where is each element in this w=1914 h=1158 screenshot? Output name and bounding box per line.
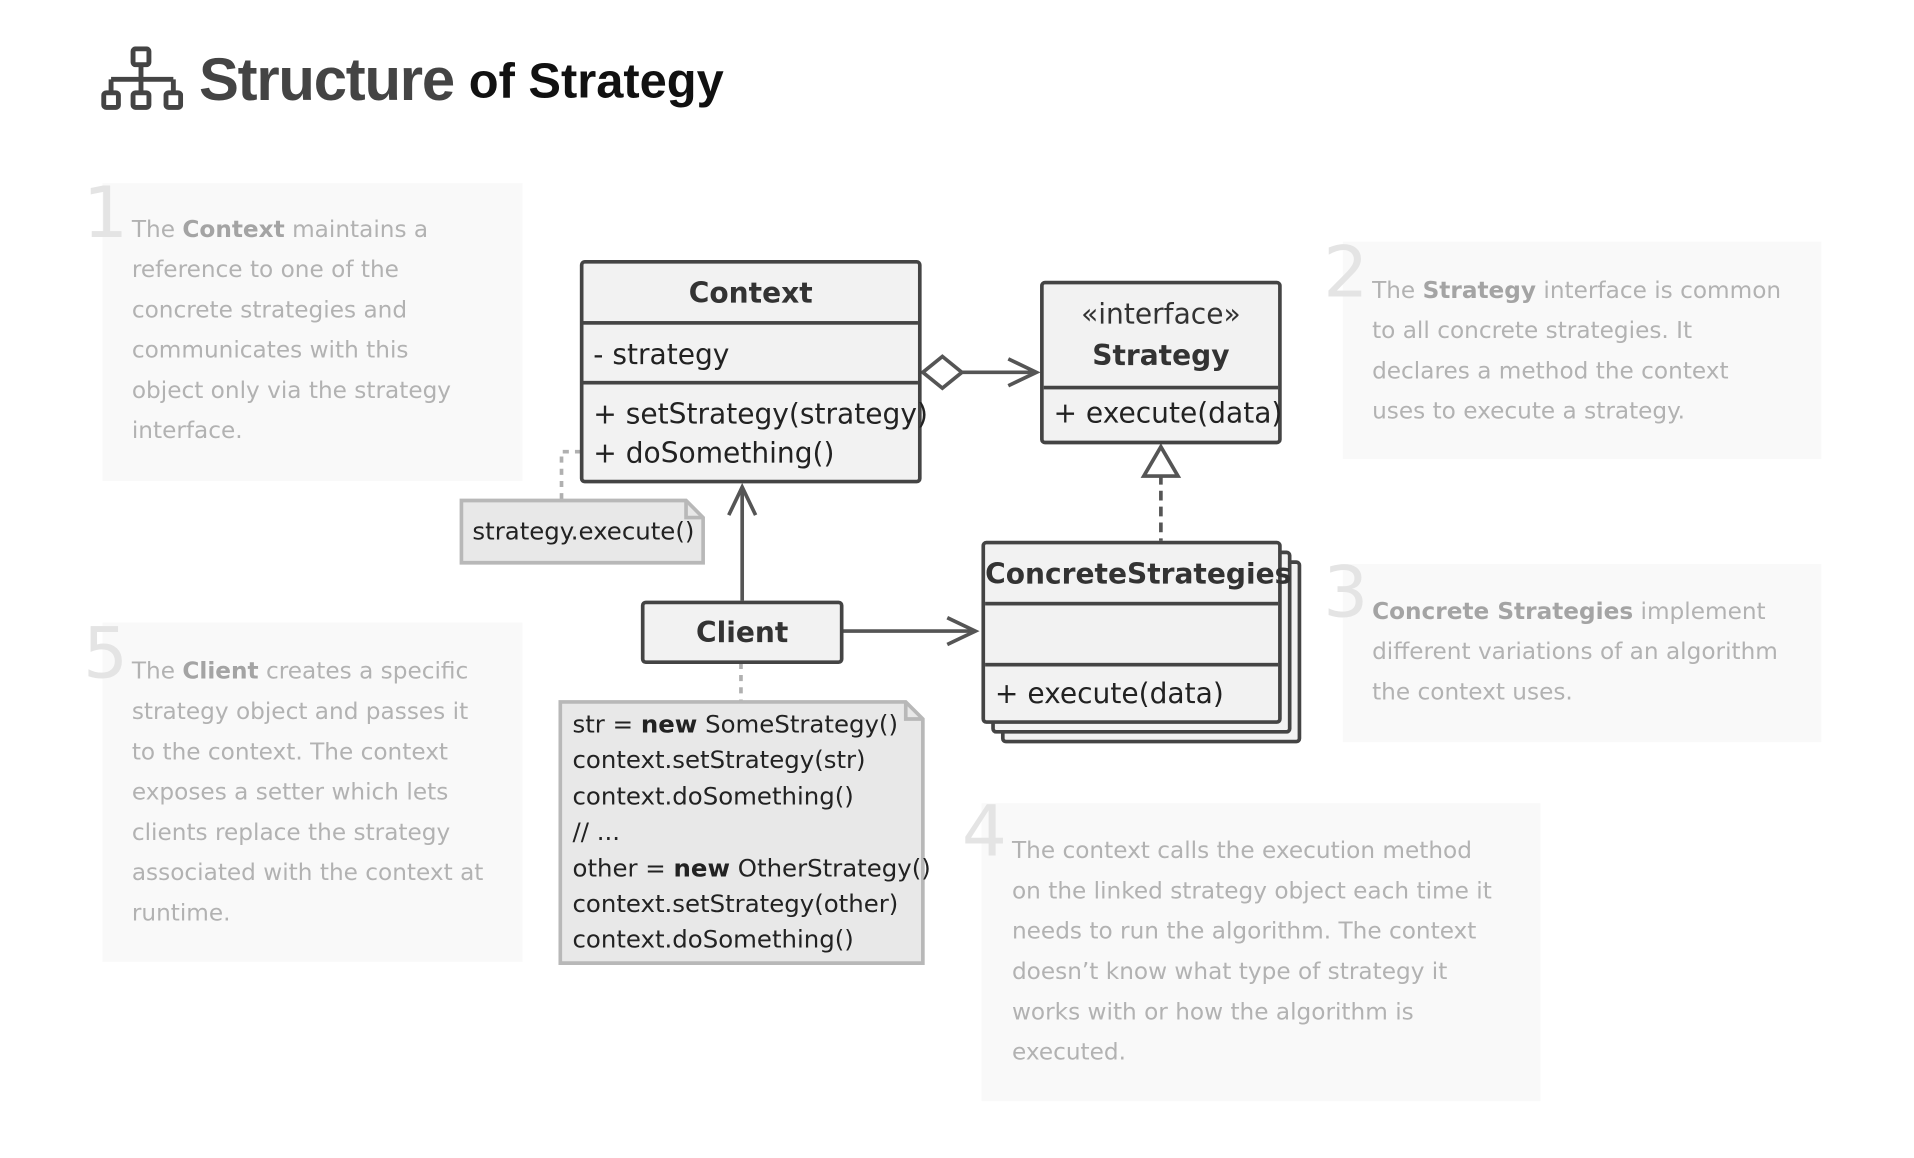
note-line: strategy object and passes it <box>131 698 469 726</box>
note-line: the context uses. <box>1372 678 1573 706</box>
client-class-name: Client <box>696 617 789 650</box>
note-text-5: The Client creates a specific strategy ob… <box>132 652 484 934</box>
note-line: The Client creates a specific <box>131 657 469 685</box>
note-line: declares a method the context <box>1372 357 1729 385</box>
strategy-stereotype: «interface» <box>1081 299 1241 331</box>
context-method-dosomething: + doSomething() <box>593 438 835 470</box>
note-text-4: The context calls the execution method on… <box>1012 831 1492 1073</box>
note-text-2: The Strategy interface is common to all c… <box>1372 271 1781 432</box>
note-line: Concrete Strategies implement <box>1372 598 1766 625</box>
context-strategy-field: - strategy <box>593 339 730 372</box>
note-number-4: 4 <box>961 789 1007 873</box>
code-line: context.doSomething() <box>572 924 854 954</box>
concrete-strategies-name: ConcreteStrategies <box>985 559 1292 591</box>
code-line: context.doSomething() <box>572 781 854 811</box>
strategy-interface: «interface» Strategy + execute(data) <box>1040 280 1283 445</box>
code-line: context.setStrategy(str) <box>572 745 866 775</box>
client-class: Client <box>640 600 844 665</box>
note-panel-3 <box>1342 563 1822 743</box>
code-line: other = new OtherStrategy() <box>572 852 931 883</box>
note-line: concrete strategies and <box>131 296 408 324</box>
note-number-3: 3 <box>1323 550 1369 634</box>
note-line: different variations of an algorithm <box>1372 638 1778 666</box>
note-line: object only via the strategy <box>131 377 452 405</box>
note-panel-4 <box>981 803 1541 1102</box>
code-line: // ... <box>572 816 621 847</box>
note-line: The Strategy interface is common <box>1372 277 1782 304</box>
note-line: runtime. <box>131 899 231 927</box>
note-panel-5 <box>102 622 523 962</box>
context-class-name: Context <box>688 278 813 311</box>
note-panel-2 <box>1342 241 1822 459</box>
context-note-connector <box>559 449 582 501</box>
code-line: context.setStrategy(other) <box>572 888 899 919</box>
note-number-1: 1 <box>83 170 129 254</box>
context-method-setstrategy: + setStrategy(strategy) <box>593 399 928 431</box>
note-text-3: Concrete Strategies implement different v… <box>1372 592 1778 713</box>
client-code-note-shape <box>558 700 925 965</box>
note-line: interface. <box>131 417 243 445</box>
note-line: doesn’t know what type of strategy it <box>1011 958 1448 986</box>
note-line: The Context maintains a <box>131 216 429 243</box>
note-line: The context calls the execution method <box>1011 837 1472 865</box>
note-panel-1 <box>102 183 523 481</box>
strategy-interface-name: Strategy <box>1092 340 1230 373</box>
note-line: on the linked strategy object each time … <box>1011 877 1492 905</box>
note-line: exposes a setter which lets <box>131 778 449 806</box>
note-line: associated with the context at <box>131 859 484 887</box>
context-code-note: strategy.execute() <box>472 516 695 546</box>
note-line: clients replace the strategy <box>131 819 451 846</box>
page-title: Structure <box>198 47 455 114</box>
client-concrete-arrowhead <box>946 616 980 647</box>
note-line: uses to execute a strategy. <box>1372 397 1685 425</box>
aggregation-arrowhead <box>1007 357 1041 388</box>
strategy-method-execute: + execute(data) <box>1053 397 1283 430</box>
note-line: needs to run the algorithm. The context <box>1011 917 1477 945</box>
concrete-method-execute: + execute(data) <box>994 678 1224 711</box>
hierarchy-icon <box>101 46 184 110</box>
note-line: to all concrete strategies. It <box>1372 317 1693 345</box>
context-class: Context - strategy + setStrategy(strateg… <box>579 260 928 484</box>
concrete-strategies-class: ConcreteStrategies + execute(data) <box>981 540 1292 724</box>
page-subtitle: of Strategy <box>468 54 724 109</box>
note-line: works with or how the algorithm is <box>1011 998 1414 1026</box>
realization-triangle <box>1140 443 1182 478</box>
note-line: to the context. The context <box>131 738 449 766</box>
note-line: reference to one of the <box>131 256 399 284</box>
note-number-5: 5 <box>83 611 129 695</box>
note-line: communicates with this <box>131 336 409 364</box>
note-line: executed. <box>1011 1038 1127 1066</box>
client-code-note: str = new SomeStrategy() context.setStrat… <box>573 707 931 958</box>
client-context-arrowhead <box>727 482 758 516</box>
context-code-note-shape <box>459 498 705 565</box>
code-line: str = new SomeStrategy() <box>572 709 898 739</box>
note-text-1: The Context maintains a reference to one … <box>132 210 451 452</box>
note-number-2: 2 <box>1323 230 1369 314</box>
